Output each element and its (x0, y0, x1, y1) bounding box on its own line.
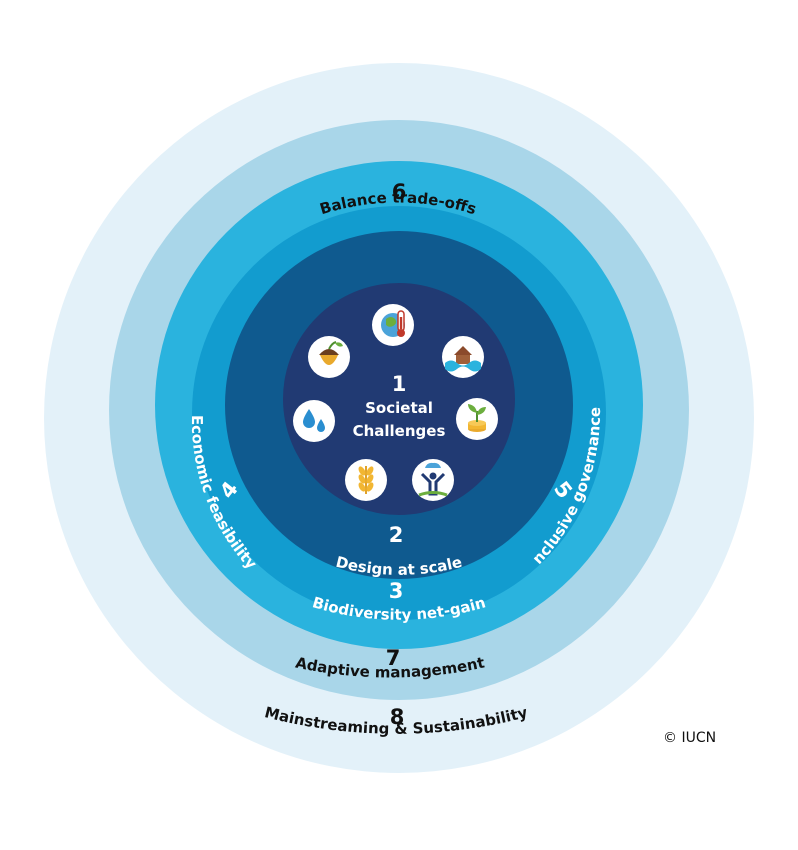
criterion-1-label-line1: Societal (365, 399, 433, 417)
criterion-8-number: 8 (390, 705, 405, 729)
criterion-1-label-line2: Challenges (353, 422, 446, 440)
wheat-icon (345, 459, 387, 501)
globe-thermometer-icon (372, 304, 414, 346)
plant-coins-icon (456, 398, 498, 440)
person-rain-icon (412, 459, 454, 501)
criterion-2-number: 2 (389, 523, 404, 547)
copyright-notice: © IUCN (663, 730, 717, 746)
water-drops-icon (293, 400, 335, 442)
criterion-3-number: 3 (389, 579, 404, 603)
flooded-house-icon (442, 336, 484, 378)
criterion-1-number: 1 (392, 372, 407, 396)
acorn-icon (308, 336, 350, 378)
criterion-7-number: 7 (386, 646, 401, 670)
criterion-6-number: 6 (392, 180, 407, 204)
